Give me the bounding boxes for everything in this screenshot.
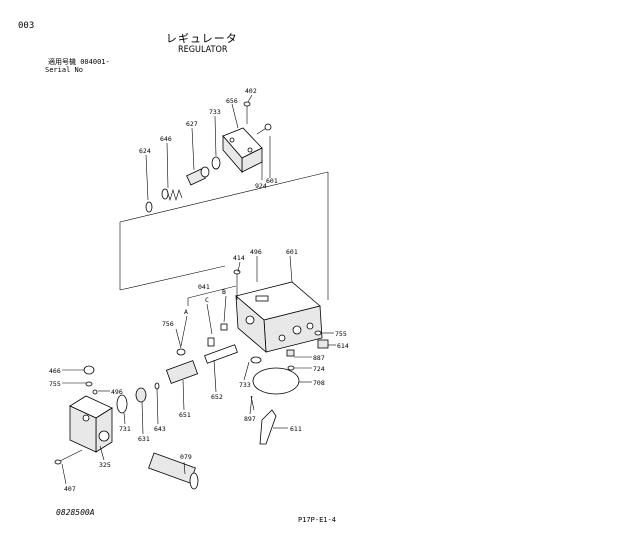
spool-652 xyxy=(204,344,238,364)
bolt-601 xyxy=(256,123,272,135)
callout-756: 756 xyxy=(162,320,174,328)
callout-325: 325 xyxy=(99,461,111,469)
pin-643 xyxy=(154,382,160,390)
screw-496b xyxy=(92,389,98,395)
serial-label-english: Serial No xyxy=(45,66,83,74)
callout-041: 041 xyxy=(198,283,210,291)
callout-496b: 496 xyxy=(111,388,123,396)
callout-652: 652 xyxy=(211,393,223,401)
callout-627: 627 xyxy=(186,120,198,128)
housing-325 xyxy=(69,395,113,453)
spring-seat-631 xyxy=(135,387,147,403)
o-ring-708 xyxy=(252,367,300,395)
serial-label-japanese: 適用号機 004001- xyxy=(48,58,110,66)
callout-601a: 601 xyxy=(266,177,278,185)
callout-631: 631 xyxy=(138,435,150,443)
callout-407: 407 xyxy=(64,485,76,493)
o-ring-724 xyxy=(287,365,295,371)
cover-subassembly-frame xyxy=(119,171,329,300)
o-ring-755b xyxy=(85,381,93,387)
seat-624 xyxy=(145,201,153,213)
callout-708: 708 xyxy=(313,379,325,387)
o-ring-756 xyxy=(176,348,186,356)
spring-646 xyxy=(161,188,183,202)
plug-627 xyxy=(186,166,210,186)
lever-611 xyxy=(259,409,277,445)
callout-651: 651 xyxy=(179,411,191,419)
bolt-402 xyxy=(243,101,251,124)
callout-402: 402 xyxy=(245,87,257,95)
callout-755b: 755 xyxy=(49,380,61,388)
callout-611: 611 xyxy=(290,425,302,433)
callout-733b: 733 xyxy=(239,381,251,389)
callout-656: 656 xyxy=(226,97,238,105)
title-english: REGULATOR xyxy=(178,45,228,55)
callout-466: 466 xyxy=(49,367,61,375)
callout-897: 897 xyxy=(244,415,256,423)
callout-601b: 601 xyxy=(286,248,298,256)
callout-414: 414 xyxy=(233,254,245,262)
o-ring-733b xyxy=(250,356,262,364)
callout-643: 643 xyxy=(154,425,166,433)
o-ring-755a xyxy=(314,330,322,336)
page-code: P17P-E1-4 xyxy=(298,516,336,524)
plug-887 xyxy=(286,349,295,357)
pin-041 xyxy=(207,323,228,347)
callout-079: 079 xyxy=(180,453,192,461)
title-japanese: レギュレータ xyxy=(166,32,238,45)
plug-466 xyxy=(83,365,95,375)
callout-614: 614 xyxy=(337,342,349,350)
callout-labels: 402 656 733 627 646 624 924 601 414 496 … xyxy=(49,87,349,493)
callout-755a: 755 xyxy=(335,330,347,338)
callout-624: 624 xyxy=(139,147,151,155)
callout-924: 924 xyxy=(255,182,267,190)
callout-496a: 496 xyxy=(250,248,262,256)
regulator-casing xyxy=(235,281,323,353)
sleeve-651 xyxy=(165,360,199,384)
callout-733a: 733 xyxy=(209,108,221,116)
callout-646: 646 xyxy=(160,135,172,143)
o-ring-733 xyxy=(211,156,221,170)
plug-614 xyxy=(317,339,329,349)
o-ring-731 xyxy=(116,394,128,414)
figure-id: 0828500A xyxy=(56,508,95,517)
callout-A: A xyxy=(184,308,188,316)
callout-C: C xyxy=(205,296,209,304)
cover-plate xyxy=(222,127,263,174)
page-number: 003 xyxy=(18,21,35,31)
callout-B: B xyxy=(222,288,226,296)
callout-724: 724 xyxy=(313,365,325,373)
callout-731: 731 xyxy=(119,425,131,433)
bolt-407 xyxy=(54,449,83,465)
leader-lines xyxy=(61,94,336,485)
solenoid-079 xyxy=(148,452,199,490)
callout-887: 887 xyxy=(313,354,325,362)
